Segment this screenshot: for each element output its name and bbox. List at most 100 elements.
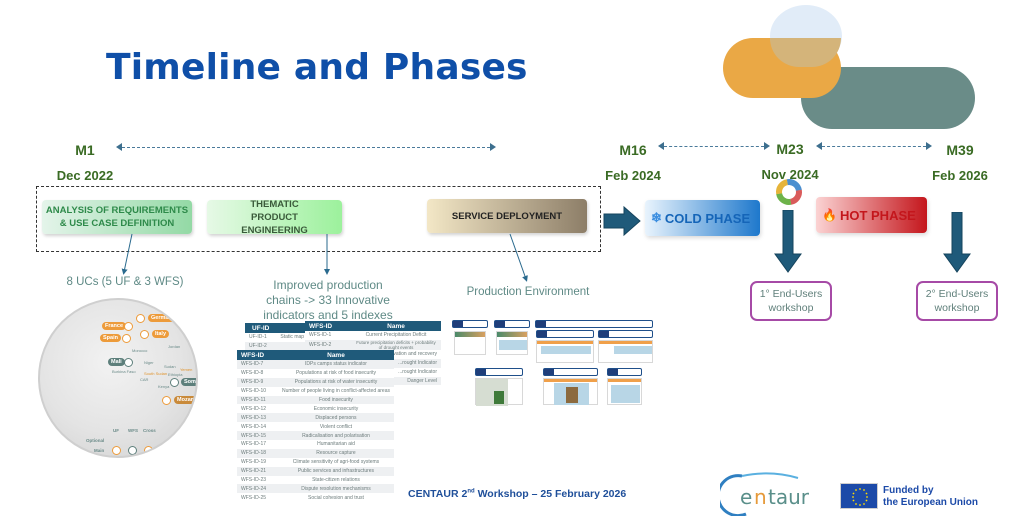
table-cell: Current Precipitation Deficit — [365, 332, 427, 339]
outcome-production-environment: Production Environment — [466, 286, 590, 298]
table-cell-id: WFS-ID-13 — [237, 413, 278, 423]
optional-kenya: Kenya — [158, 384, 170, 389]
optional-burkina-faso: Burkina Faso — [112, 369, 136, 374]
optional-sudan: Sudan — [164, 364, 176, 369]
eu-flag-icon — [840, 483, 878, 509]
milestone-m39: M39 Feb 2026 — [922, 142, 998, 183]
uf-pin-icon — [124, 322, 133, 331]
table-cell-id: WFS-ID-25 — [241, 494, 266, 501]
svg-text:taur: taur — [768, 485, 810, 509]
table-cell-id: WFS-ID-12 — [241, 405, 266, 412]
legend-col-uf: UF — [113, 428, 119, 433]
production-environment-screens — [450, 318, 675, 408]
step-3-header — [535, 320, 653, 328]
step-3-2-header — [598, 330, 653, 338]
wfs-country-somalia: Somalia — [181, 378, 196, 386]
legend-col-wfs: WFS — [128, 428, 138, 433]
screen-view-dataset — [475, 378, 523, 406]
table-cell: ...vation and recovery — [389, 351, 437, 358]
cross-country-mozambique: Mozambique — [174, 396, 196, 404]
hot-phase-label: HOT PHASE — [839, 207, 916, 223]
footer-text: CENTAUR 2 — [408, 488, 468, 500]
wfs-country-mali: Mali — [108, 358, 125, 366]
step-2-header — [494, 320, 530, 328]
timeline-arrow-m16-m23 — [658, 142, 770, 150]
table-cell-id: WFS-ID-11 — [237, 395, 278, 405]
uf-pin-icon — [136, 314, 145, 323]
milestone-month: M1 — [75, 142, 95, 158]
table-cell-id: WFS-ID-23 — [241, 477, 266, 484]
footer-sup: nd — [467, 488, 475, 495]
screen-browse — [536, 340, 594, 363]
timeline-arrow-m23-m39 — [816, 142, 932, 150]
table-cell: Static map — [280, 334, 305, 341]
screen-create-map — [543, 378, 598, 405]
milestone-month: M23 — [776, 141, 804, 157]
screen-overview — [496, 331, 528, 355]
arrow-to-workshop-1-icon — [774, 210, 802, 273]
table-cell-id: WFS-ID-19 — [241, 459, 266, 466]
milestone-month: M16 — [619, 142, 647, 158]
step-3-1-header — [536, 330, 594, 338]
table-cell-name: Populations at risk of water insecurity — [277, 377, 394, 387]
optional-morocco: Morocco — [132, 348, 148, 353]
step-1-header — [452, 320, 488, 328]
legend-uf-pin-icon — [112, 446, 121, 455]
arrow-to-workshop-2-icon — [943, 212, 971, 273]
table-cell-name: Humanitarian aid — [317, 441, 355, 448]
table-cell-id: WFS-ID-9 — [237, 377, 278, 387]
phase-analysis: ANALYSIS OF REQUIREMENTS & USE CASE DEFI… — [42, 200, 192, 234]
cold-phase-box: ❄ COLD PHASE — [645, 200, 760, 236]
table-cell-id: WFS-ID-15 — [237, 431, 278, 441]
table-cell: ...rought Indicator — [351, 358, 441, 368]
table-cell-name: Radicalisation and polarisation — [277, 431, 394, 441]
table-cell-name: IDPs camps status indicator — [277, 360, 394, 369]
optional-jordan: Jordan — [168, 344, 181, 349]
cold-phase-label: COLD PHASE — [664, 210, 751, 226]
cycle-icon — [776, 179, 802, 205]
table-cell-name: Dispute resolution mechanisms — [277, 484, 394, 494]
cross-pin-icon — [162, 396, 171, 405]
use-case-globe-map: France Germany Spain Italy Morocco Jorda… — [38, 298, 198, 458]
table-cell-id: WFS-ID-10 — [241, 388, 266, 395]
connector-analysis — [121, 233, 133, 275]
table-cell: Danger Level — [351, 376, 441, 386]
footer-workshop-label: CENTAUR 2nd Workshop – 25 February 2026 — [408, 488, 626, 500]
centaur-logo: e n taur — [720, 472, 810, 516]
svg-text:n: n — [754, 485, 767, 509]
eu-funding-line2: the European Union — [883, 497, 978, 508]
screen-download — [607, 378, 642, 405]
milestone-date: Dec 2022 — [56, 168, 114, 183]
screen-filter — [598, 340, 653, 363]
flame-icon: 🔥 — [822, 208, 837, 222]
svg-text:e: e — [740, 485, 752, 509]
workshop-2-box: 2° End-Users workshop — [916, 281, 998, 321]
milestone-date: Feb 2026 — [932, 168, 988, 183]
eu-funding-line1: Funded by — [883, 485, 934, 496]
wfs-pin-icon — [170, 378, 179, 387]
step-6-header — [607, 368, 642, 376]
table-cell-name: Number of people living in conflict-affe… — [281, 388, 390, 395]
eu-funding-text: Funded by the European Union — [883, 485, 978, 509]
table-cell-id: WFS-ID-8 — [241, 370, 264, 377]
milestone-m16: M16 Feb 2024 — [598, 142, 668, 183]
legend-cross-pin-icon — [144, 446, 153, 455]
milestone-date: Feb 2024 — [605, 168, 661, 183]
optional-ethiopia: Ethiopia — [168, 372, 183, 377]
column-header: Name — [277, 350, 394, 360]
table-cell-name: Displaced persons — [277, 413, 394, 423]
outcome-use-cases: 8 UCs (5 UF & 3 WFS) — [66, 276, 184, 288]
column-header: UF-ID — [245, 323, 277, 333]
table-cell: WFS-ID-2 — [305, 339, 351, 350]
step-5-header — [543, 368, 598, 376]
milestone-m23: M23 Nov 2024 — [752, 141, 828, 182]
